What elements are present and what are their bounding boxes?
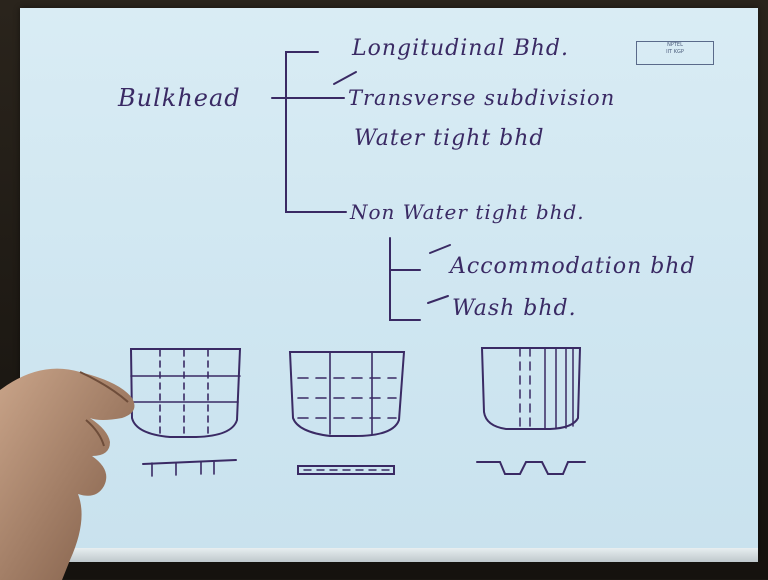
sub-branch-wash: Wash bhd. [452,296,577,321]
sheet-bottom-edge [20,548,758,562]
hull-sketch-3 [480,347,582,430]
presenter-hand [0,368,135,580]
hull-sketch-2 [288,351,406,438]
root-label: Bulkhead [118,84,241,112]
branch-longitudinal: Longitudinal Bhd. [352,36,569,61]
tick-mark [333,71,357,85]
branch-non-water-tight: Non Water tight bhd. [350,200,585,224]
branch-transverse: Transverse subdivision [348,86,616,110]
branch-water-tight: Water tight bhd [354,126,545,151]
bracket-line [285,51,347,213]
tick-mark [427,295,449,304]
section-sketch-2 [297,465,395,475]
sub-branch-accommodation: Accommodation bhd [450,254,696,279]
section-sketch-1 [142,459,237,465]
hull-sketch-1 [129,348,242,438]
tick-mark [429,244,451,254]
section-sketch-3 [476,461,586,475]
sub-bracket-line [389,237,421,321]
